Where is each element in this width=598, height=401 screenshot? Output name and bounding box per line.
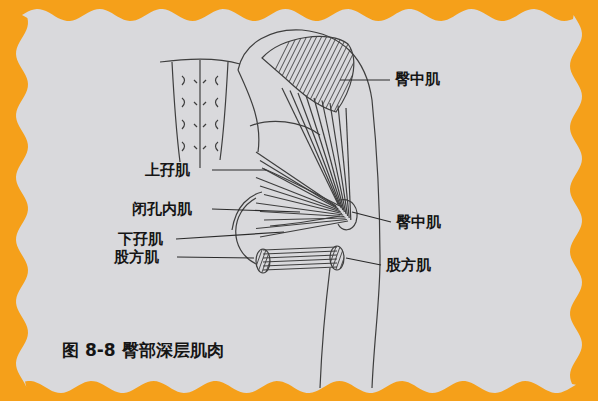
hatch-line	[380, 20, 430, 120]
leader-line	[212, 169, 266, 170]
hatch-line	[335, 244, 345, 272]
muscle-fiber	[256, 178, 340, 211]
hatch-line	[249, 247, 259, 275]
sacrum-outline	[160, 59, 240, 64]
hatching	[323, 244, 361, 272]
sacral-crest	[203, 124, 206, 127]
quadratus-fiber	[263, 251, 337, 254]
inferior-gemellus	[270, 216, 340, 226]
quadratus-fiber	[263, 263, 337, 266]
part-label: 股方肌	[386, 257, 431, 274]
sacral-crest	[203, 80, 206, 83]
part-label: 股方肌	[114, 249, 159, 266]
leader-line	[346, 258, 381, 265]
muscle-fiber	[330, 103, 348, 216]
hatch-line	[275, 20, 325, 120]
hatch-line	[325, 20, 375, 120]
muscle-fiber	[282, 88, 338, 204]
hatch-line	[331, 244, 341, 272]
sacrum-outline	[172, 62, 180, 162]
hatch-line	[390, 20, 440, 120]
paper-ground	[16, 9, 582, 393]
quadratus-fiber	[263, 267, 337, 270]
quadratus-fiber	[263, 259, 337, 262]
leader-line	[176, 232, 284, 239]
sacral-crest	[194, 80, 197, 83]
hatching	[249, 247, 287, 275]
muscle-fiber	[322, 101, 346, 215]
hatch-line	[370, 20, 420, 120]
hatch-line	[375, 20, 425, 120]
hatch-line	[365, 20, 415, 120]
hatch-line	[261, 247, 271, 275]
sacral-foramen	[216, 142, 219, 151]
sacral-crest	[194, 124, 197, 127]
sacrum-midline	[199, 60, 200, 168]
leader-line	[177, 257, 254, 258]
sacral-foramen	[182, 142, 185, 151]
hatch-line	[257, 247, 267, 275]
sacral-foramen	[182, 98, 185, 107]
leader-line	[212, 209, 300, 212]
leader-line	[340, 79, 390, 80]
muscle-fiber	[260, 186, 341, 212]
sacral-crest	[203, 146, 206, 149]
part-label: 下孖肌	[118, 231, 163, 248]
hatch-line	[269, 247, 279, 275]
quadratus-fiber	[263, 247, 337, 250]
ischium-outline	[236, 198, 256, 264]
sacral-crest	[194, 146, 197, 149]
sacral-crest	[203, 102, 206, 105]
hatching	[250, 20, 445, 120]
sacral-crest	[194, 102, 197, 105]
hatch-line	[351, 244, 361, 272]
sacral-foramen	[182, 120, 185, 129]
superior-gemellus	[262, 168, 340, 206]
hatch-line	[270, 20, 320, 120]
hatch-line	[385, 20, 435, 120]
hatch-line	[255, 20, 305, 120]
hatch-line	[250, 20, 300, 120]
hatch-line	[327, 244, 337, 272]
hatch-line	[355, 20, 405, 120]
hatch-line	[300, 20, 350, 120]
quadratus-fiber	[263, 255, 337, 258]
part-label: 臀中肌	[396, 214, 441, 231]
figure-caption: 图 8-8 臀部深层肌肉	[62, 341, 224, 360]
muscle-fiber	[264, 218, 346, 220]
hatch-line	[323, 244, 333, 272]
part-label: 闭孔内肌	[132, 201, 192, 218]
hatch-line	[350, 20, 400, 120]
hatch-line	[273, 247, 283, 275]
sacrum-outline	[220, 62, 228, 160]
hatch-line	[265, 247, 275, 275]
hatch-line	[330, 20, 380, 120]
bone-outline	[238, 30, 380, 388]
muscle-fiber	[338, 106, 349, 219]
leader-line	[352, 212, 391, 222]
hatch-line	[340, 20, 390, 120]
hatch-line	[253, 247, 263, 275]
hatch-line	[277, 247, 287, 275]
muscle-fiber	[256, 203, 343, 215]
muscle-fiber	[260, 221, 348, 237]
muscle-fiber	[260, 212, 344, 217]
part-label: 臀中肌	[395, 71, 440, 88]
muscle-fiber	[346, 108, 351, 220]
hatch-line	[320, 20, 370, 120]
sacral-foramen	[182, 76, 185, 85]
hatch-line	[395, 20, 445, 120]
hatch-line	[360, 20, 410, 120]
part-label: 上孖肌	[145, 162, 190, 179]
hatch-line	[345, 20, 395, 120]
bone-outline	[238, 70, 259, 152]
sacral-foramen	[216, 98, 219, 107]
sacral-foramen	[216, 76, 219, 85]
hatch-line	[310, 20, 360, 120]
femur-outline	[320, 268, 330, 388]
hatch-line	[335, 20, 385, 120]
sacral-foramen	[216, 120, 219, 129]
